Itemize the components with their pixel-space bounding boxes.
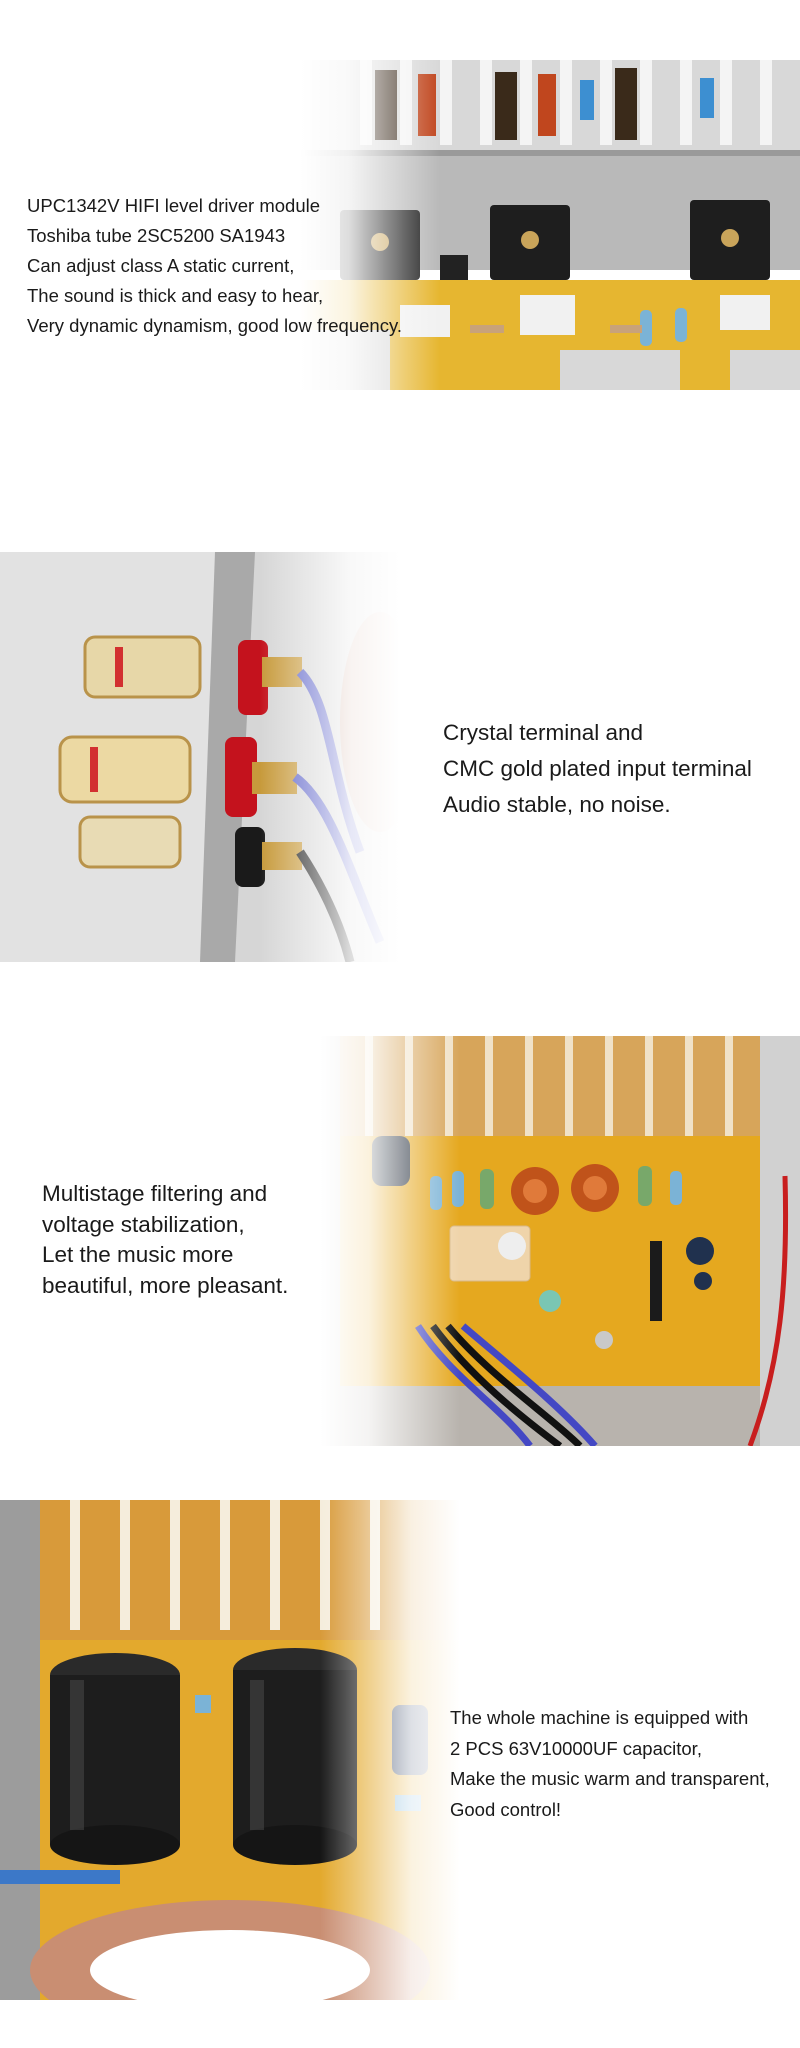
feature-section-driver: UPC1342V HIFI level driver module Toshib…: [0, 0, 800, 420]
feature-line: The whole machine is equipped with: [450, 1707, 749, 1728]
terminals-feature-text: Crystal terminal and CMC gold plated inp…: [443, 715, 752, 823]
feature-line: Make the music warm and transparent,: [450, 1768, 770, 1789]
feature-line: voltage stabilization,: [42, 1211, 245, 1237]
filtering-feature-text: Multistage filtering and voltage stabili…: [42, 1179, 288, 1301]
feature-line: Can adjust class A static current,: [27, 255, 295, 276]
feature-section-filtering: Multistage filtering and voltage stabili…: [0, 1033, 800, 1448]
feature-line: Good control!: [450, 1798, 562, 1820]
filter-board-photo: [320, 1036, 800, 1446]
feature-line: The sound is thick and easy to hear,: [27, 285, 324, 306]
gold-terminals-photo: [0, 552, 400, 962]
feature-line: beautiful, more pleasant.: [42, 1272, 289, 1298]
feature-section-terminals: Crystal terminal and CMC gold plated inp…: [0, 550, 800, 965]
feature-line: Toshiba tube 2SC5200 SA1943: [27, 225, 286, 246]
terminals-illustration: [0, 552, 400, 962]
filter-board-illustration: [320, 1036, 800, 1446]
capacitors-illustration: [0, 1500, 460, 2000]
capacitors-feature-text: The whole machine is equipped with 2 PCS…: [450, 1703, 770, 1825]
feature-line: Multistage filtering and: [42, 1181, 268, 1206]
feature-line: Let the music more: [42, 1242, 234, 1267]
feature-line: Crystal terminal and: [443, 720, 644, 745]
filter-capacitors-photo: [0, 1500, 460, 2000]
amplifier-board-transistors-photo: [300, 60, 800, 390]
driver-feature-text: UPC1342V HIFI level driver module Toshib…: [27, 191, 402, 341]
feature-section-capacitors: The whole machine is equipped with 2 PCS…: [0, 1500, 800, 2000]
feature-line: Very dynamic dynamism, good low frequenc…: [27, 315, 402, 336]
feature-line: CMC gold plated input terminal: [443, 756, 752, 781]
feature-line: 2 PCS 63V10000UF capacitor,: [450, 1737, 702, 1759]
feature-line: UPC1342V HIFI level driver module: [27, 195, 321, 216]
feature-line: Audio stable, no noise.: [443, 792, 671, 817]
transistor-board-illustration: [300, 60, 800, 390]
